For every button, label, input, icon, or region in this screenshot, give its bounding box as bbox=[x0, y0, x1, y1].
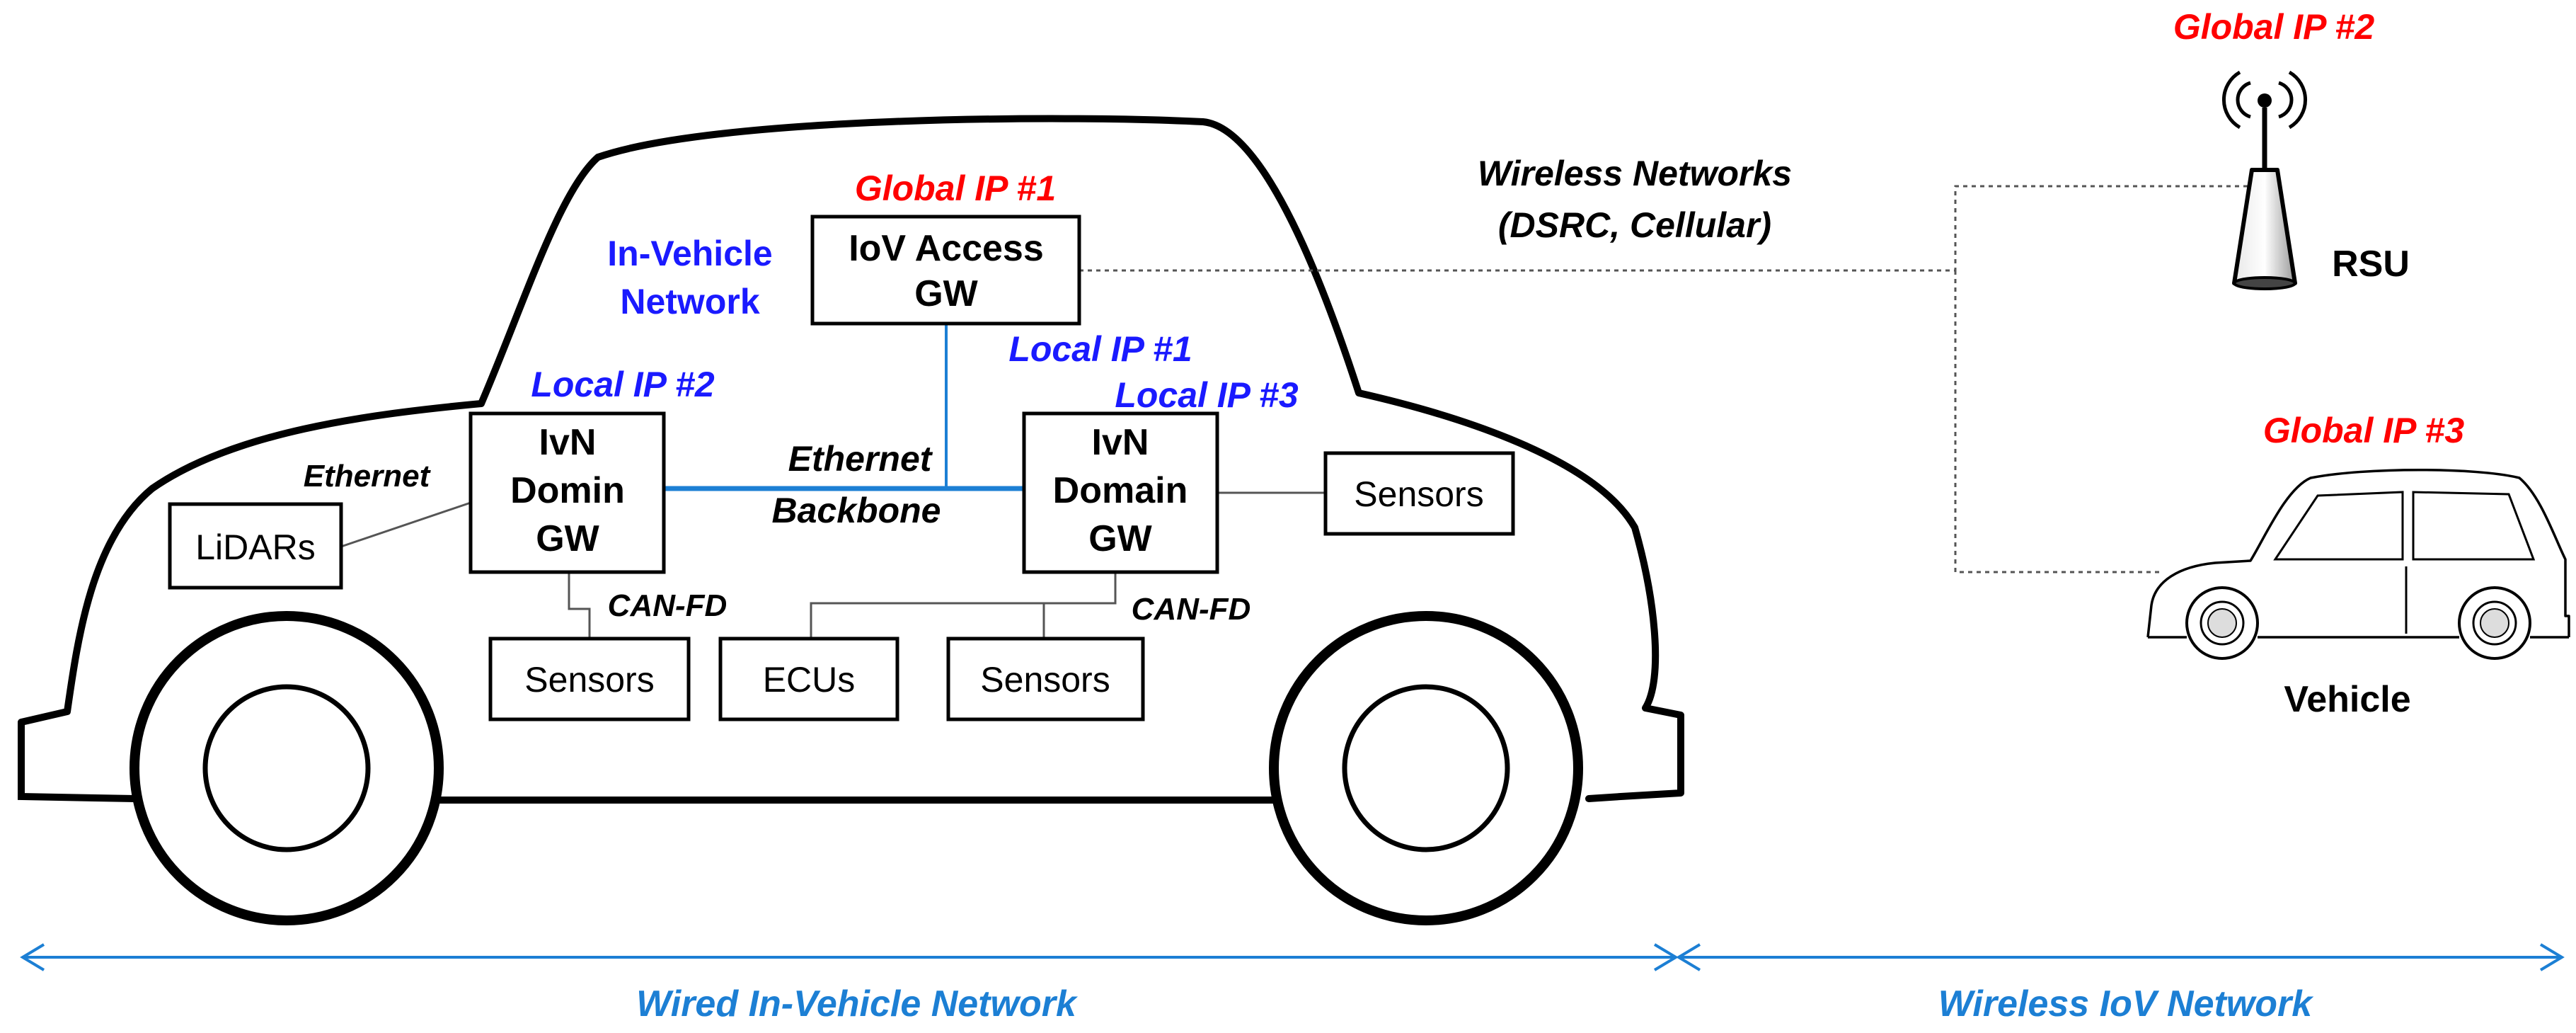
rsu-label: RSU bbox=[2332, 244, 2410, 285]
svg-text:Domain: Domain bbox=[1053, 470, 1188, 511]
svg-text:Domin: Domin bbox=[510, 470, 625, 511]
global-ip-2-label: Global IP #2 bbox=[2173, 7, 2375, 47]
wireless-network-span-arrow bbox=[1676, 943, 2565, 971]
global-ip-1-label: Global IP #1 bbox=[855, 169, 1056, 208]
ethernet-label: Ethernet bbox=[304, 459, 432, 493]
wireless-networks-label-1: Wireless Networks bbox=[1478, 154, 1792, 193]
iov-access-gw-box: IoV Access GW bbox=[810, 215, 1081, 326]
lidars-ethernet-link bbox=[340, 501, 471, 548]
svg-text:Sensors: Sensors bbox=[524, 660, 654, 700]
rsu-antenna-icon bbox=[2222, 70, 2307, 290]
sensors-bottom-right-box: Sensors bbox=[946, 637, 1145, 721]
wireless-networks-label-2: (DSRC, Cellular) bbox=[1498, 205, 1771, 245]
svg-text:LiDARs: LiDARs bbox=[195, 527, 315, 567]
can-fd-right-label: CAN-FD bbox=[1132, 592, 1251, 627]
local-ip-2-label: Local IP #2 bbox=[531, 365, 715, 404]
ivn-domin-gw-box: IvN Domin GW bbox=[468, 411, 666, 574]
svg-text:GW: GW bbox=[914, 273, 978, 314]
domin-gw-can-fd-link bbox=[568, 572, 591, 639]
local-ip-1-label: Local IP #1 bbox=[1008, 329, 1192, 369]
svg-text:IvN: IvN bbox=[539, 422, 597, 463]
remote-vehicle-icon bbox=[2146, 469, 2570, 660]
ecus-box: ECUs bbox=[718, 637, 899, 721]
svg-text:GW: GW bbox=[536, 518, 599, 559]
in-vehicle-network-label-1: In-Vehicle bbox=[607, 234, 772, 273]
wireless-iov-network-label: Wireless IoV Network bbox=[1938, 983, 2314, 1025]
car-body-outline bbox=[18, 115, 1684, 802]
wireless-dotted-link-vehicle bbox=[1954, 270, 2161, 573]
can-fd-left-label: CAN-FD bbox=[608, 588, 728, 623]
sensors-bottom-left-box: Sensors bbox=[488, 637, 691, 721]
global-ip-3-label: Global IP #3 bbox=[2263, 411, 2465, 450]
svg-text:IvN: IvN bbox=[1092, 422, 1149, 463]
rear-wheel bbox=[1269, 611, 1583, 925]
svg-text:GW: GW bbox=[1088, 518, 1152, 559]
wireless-dotted-link bbox=[1079, 185, 2254, 272]
in-vehicle-network-label-2: Network bbox=[620, 282, 759, 321]
ethernet-backbone-label-2: Backbone bbox=[772, 491, 941, 530]
vehicle-label: Vehicle bbox=[2284, 679, 2410, 720]
domain-gw-can-fd-link-ecus bbox=[810, 572, 1117, 639]
svg-text:Sensors: Sensors bbox=[980, 660, 1110, 700]
lidars-box: LiDARs bbox=[168, 502, 343, 590]
sensors-right-box: Sensors bbox=[1323, 451, 1515, 536]
front-wheel bbox=[130, 611, 444, 925]
ethernet-backbone-label-1: Ethernet bbox=[788, 439, 933, 479]
svg-text:Sensors: Sensors bbox=[1354, 474, 1483, 514]
svg-text:ECUs: ECUs bbox=[763, 660, 856, 700]
local-ip-3-label: Local IP #3 bbox=[1115, 375, 1299, 415]
ivn-domain-gw-box: IvN Domain GW bbox=[1022, 411, 1219, 574]
wired-in-vehicle-network-label: Wired In-Vehicle Network bbox=[636, 983, 1079, 1025]
car-sill-line bbox=[18, 743, 138, 802]
svg-text:IoV Access: IoV Access bbox=[849, 228, 1044, 269]
wired-network-span-arrow bbox=[20, 943, 1679, 971]
